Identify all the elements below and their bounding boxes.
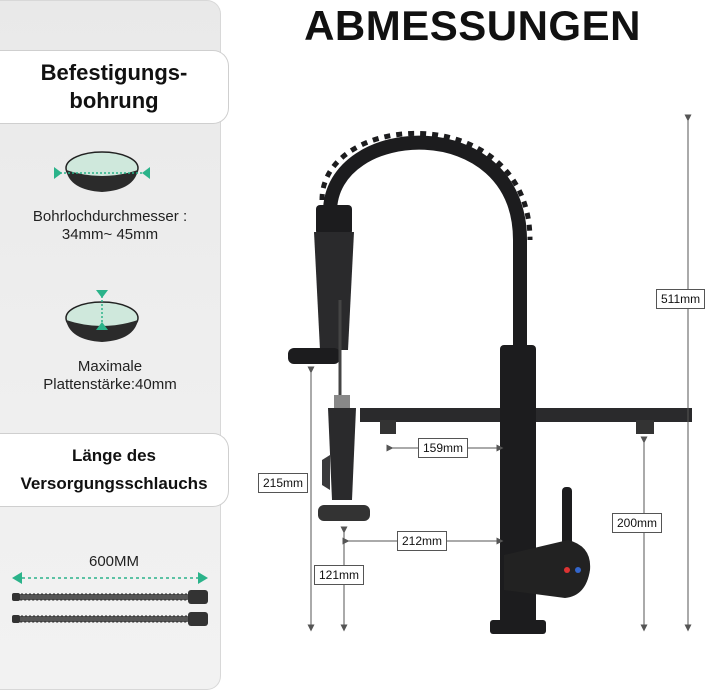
hole-diameter-label: Bohrlochdurchmesser : <box>32 208 188 225</box>
dimension-lines <box>307 114 692 632</box>
dim-reach: 212mm <box>397 531 448 551</box>
dim-total-height: 511mm <box>656 289 706 309</box>
plate-thickness-icon <box>65 290 139 342</box>
hose-title-line1: Länge des <box>71 446 157 465</box>
dim-spout-height: 200mm <box>612 513 663 533</box>
dim-spray-rest-height: 121mm <box>314 565 365 585</box>
sidebar: Befestigungs- bohrung Bohrlochdurchmesse… <box>0 0 229 690</box>
hose-title-line2: Versorgungsschlauchs <box>20 474 208 493</box>
hose-length-value: 600MM <box>88 553 140 570</box>
mounting-hole-title-line2: bohrung <box>69 88 159 113</box>
dim-spray-head-height: 215mm <box>258 473 309 493</box>
hole-diameter-icon <box>54 151 150 192</box>
hose-length-card: Länge des Versorgungsschlauchs <box>0 433 229 507</box>
page-title: ABMESSUNGEN <box>304 2 641 49</box>
plate-thickness-label: Maximale <box>77 358 143 375</box>
dim-spout-offset: 159mm <box>418 438 469 458</box>
plate-thickness-value: Plattenstärke:40mm <box>43 376 177 393</box>
faucet-illustration <box>288 130 692 634</box>
mounting-hole-card: Befestigungs- bohrung <box>0 50 229 124</box>
mounting-hole-title-line1: Befestigungs- <box>40 60 188 85</box>
plate-thickness-text: Maximale Plattenstärke:40mm <box>0 358 220 394</box>
hole-diameter-text: Bohrlochdurchmesser : 34mm~ 45mm <box>0 208 220 244</box>
hose-icon <box>12 572 208 626</box>
hole-diameter-value: 34mm~ 45mm <box>61 226 159 243</box>
